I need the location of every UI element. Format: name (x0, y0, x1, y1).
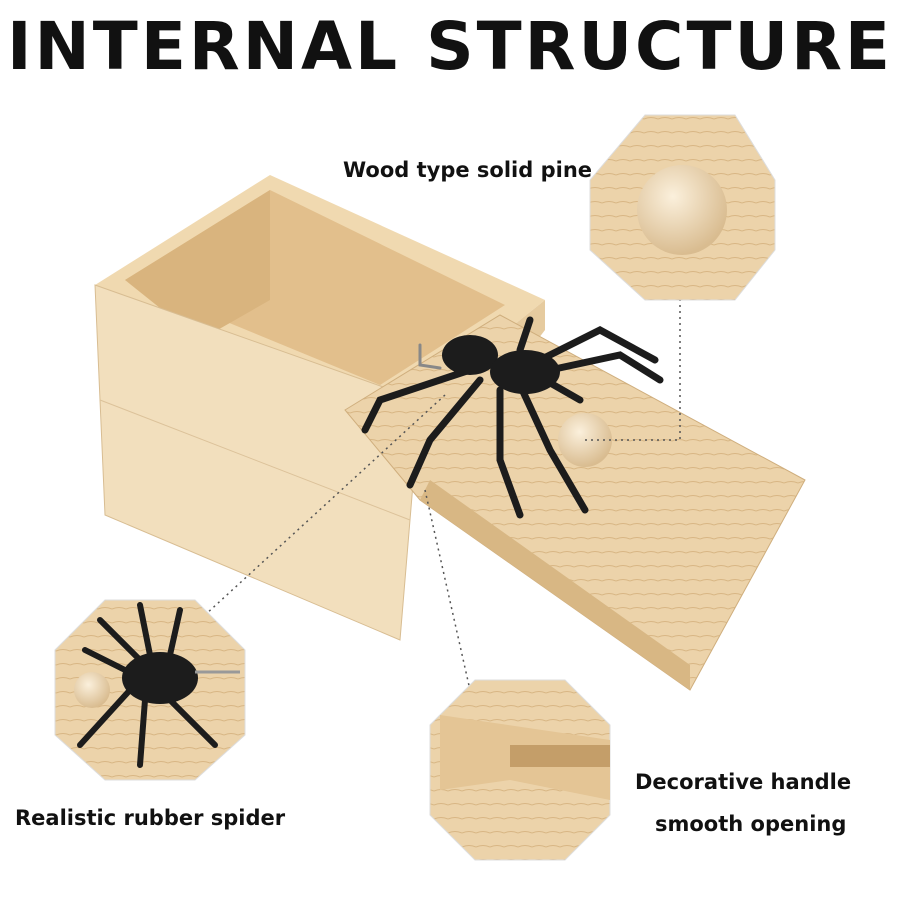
page-title: INTERNAL STRUCTURE (7, 8, 893, 85)
sliding-lid (344, 314, 806, 691)
inset-wood-knob (589, 114, 776, 301)
rubber-spider (361, 316, 664, 519)
inset-handle-opening (429, 679, 611, 861)
leader-lines (204, 300, 681, 691)
label-wood-type: Wood type solid pine (343, 158, 593, 182)
label-handle-line2: smooth opening (655, 812, 847, 836)
wooden-box (94, 175, 545, 641)
inset-spider (54, 599, 246, 781)
label-rubber-spider: Realistic rubber spider (15, 806, 286, 830)
label-handle-line1: Decorative handle (635, 770, 852, 794)
